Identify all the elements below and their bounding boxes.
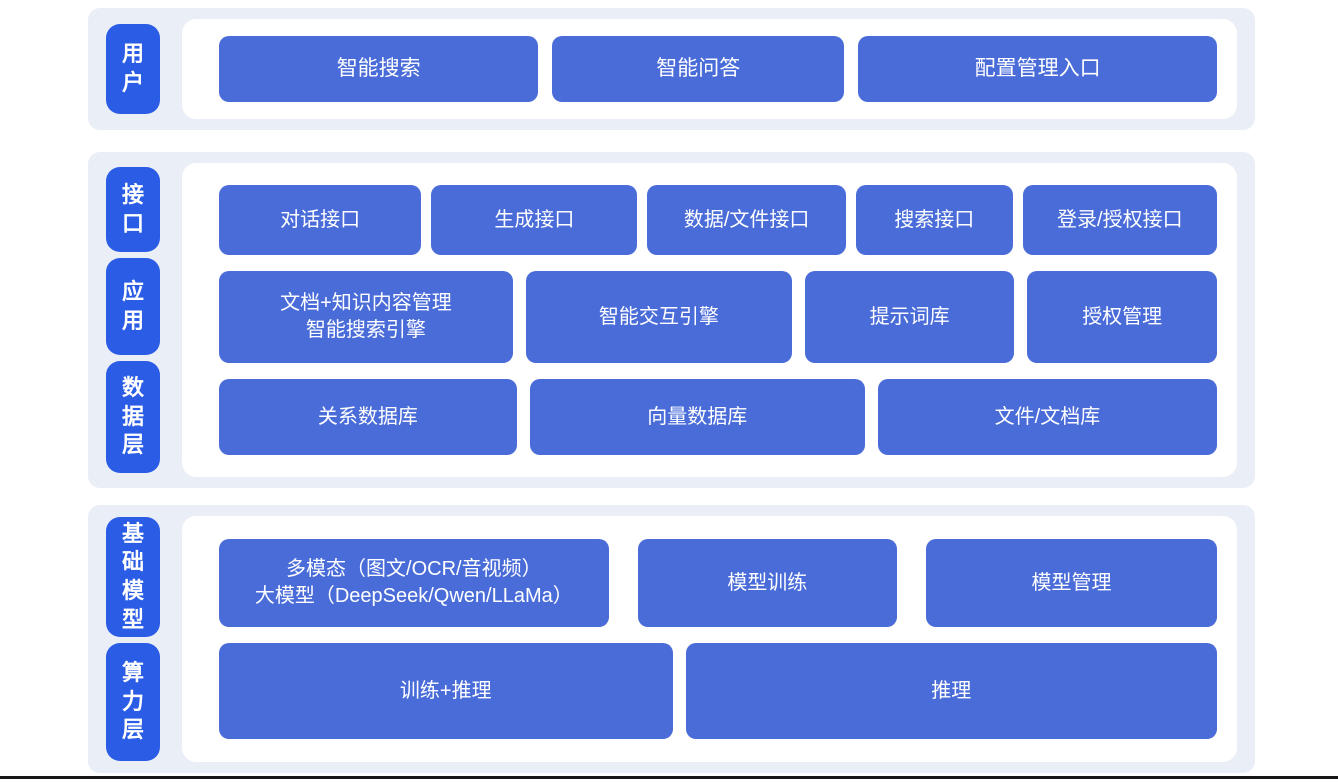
node-dialog-api: 对话接口 xyxy=(219,185,422,255)
section-user-layer: 用户 智能搜索 智能问答 配置管理入口 xyxy=(88,8,1255,130)
node-data-file-api: 数据/文件接口 xyxy=(647,185,846,255)
user-layer-row: 智能搜索 智能问答 配置管理入口 xyxy=(219,36,1217,102)
node-prompt-library: 提示词库 xyxy=(804,271,1015,363)
node-model-management: 模型管理 xyxy=(926,539,1217,627)
node-training-plus-inference: 训练+推理 xyxy=(219,643,673,739)
layer-label-column: 基础模型 算力层 xyxy=(106,505,160,773)
node-vector-database: 向量数据库 xyxy=(529,379,865,455)
node-authorization-management: 授权管理 xyxy=(1027,271,1217,363)
base-model-row: 多模态（图文/OCR/音视频） 大模型（DeepSeek/Qwen/LLaMa）… xyxy=(219,539,1217,627)
layer-label-data: 数据层 xyxy=(106,361,160,473)
section-base-model-compute: 基础模型 算力层 多模态（图文/OCR/音视频） 大模型（DeepSeek/Qw… xyxy=(88,505,1255,773)
section-interface-application-data: 接口 应用 数据层 对话接口 生成接口 数据/文件接口 搜索接口 登录/授权接口… xyxy=(88,152,1255,488)
node-doc-knowledge-search-engine: 文档+知识内容管理 智能搜索引擎 xyxy=(219,271,513,363)
node-search-api: 搜索接口 xyxy=(855,185,1013,255)
bottom-divider xyxy=(0,776,1338,779)
node-relational-database: 关系数据库 xyxy=(219,379,517,455)
node-model-training: 模型训练 xyxy=(637,539,898,627)
node-inference: 推理 xyxy=(685,643,1217,739)
layer-label-interface: 接口 xyxy=(106,167,160,252)
layer-label-base-model: 基础模型 xyxy=(106,517,160,637)
node-generation-api: 生成接口 xyxy=(431,185,638,255)
layer-label-column: 接口 应用 数据层 xyxy=(106,152,160,488)
node-login-auth-api: 登录/授权接口 xyxy=(1022,185,1217,255)
mid-layers-panel: 对话接口 生成接口 数据/文件接口 搜索接口 登录/授权接口 文档+知识内容管理… xyxy=(182,163,1237,477)
node-multimodal-large-model: 多模态（图文/OCR/音视频） 大模型（DeepSeek/Qwen/LLaMa） xyxy=(219,539,609,627)
node-smart-qa: 智能问答 xyxy=(552,36,845,102)
layer-label-compute: 算力层 xyxy=(106,643,160,761)
layer-label-column: 用户 xyxy=(106,8,160,130)
layer-label-application: 应用 xyxy=(106,258,160,355)
node-config-management-entry: 配置管理入口 xyxy=(858,36,1217,102)
user-layer-panel: 智能搜索 智能问答 配置管理入口 xyxy=(182,19,1237,119)
data-row: 关系数据库 向量数据库 文件/文档库 xyxy=(219,379,1217,455)
application-row: 文档+知识内容管理 智能搜索引擎 智能交互引擎 提示词库 授权管理 xyxy=(219,271,1217,363)
node-file-document-store: 文件/文档库 xyxy=(877,379,1217,455)
layer-label-user: 用户 xyxy=(106,24,160,114)
base-layers-panel: 多模态（图文/OCR/音视频） 大模型（DeepSeek/Qwen/LLaMa）… xyxy=(182,516,1237,762)
node-smart-search: 智能搜索 xyxy=(219,36,539,102)
node-smart-interaction-engine: 智能交互引擎 xyxy=(525,271,792,363)
compute-row: 训练+推理 推理 xyxy=(219,643,1217,739)
interface-row: 对话接口 生成接口 数据/文件接口 搜索接口 登录/授权接口 xyxy=(219,185,1217,255)
